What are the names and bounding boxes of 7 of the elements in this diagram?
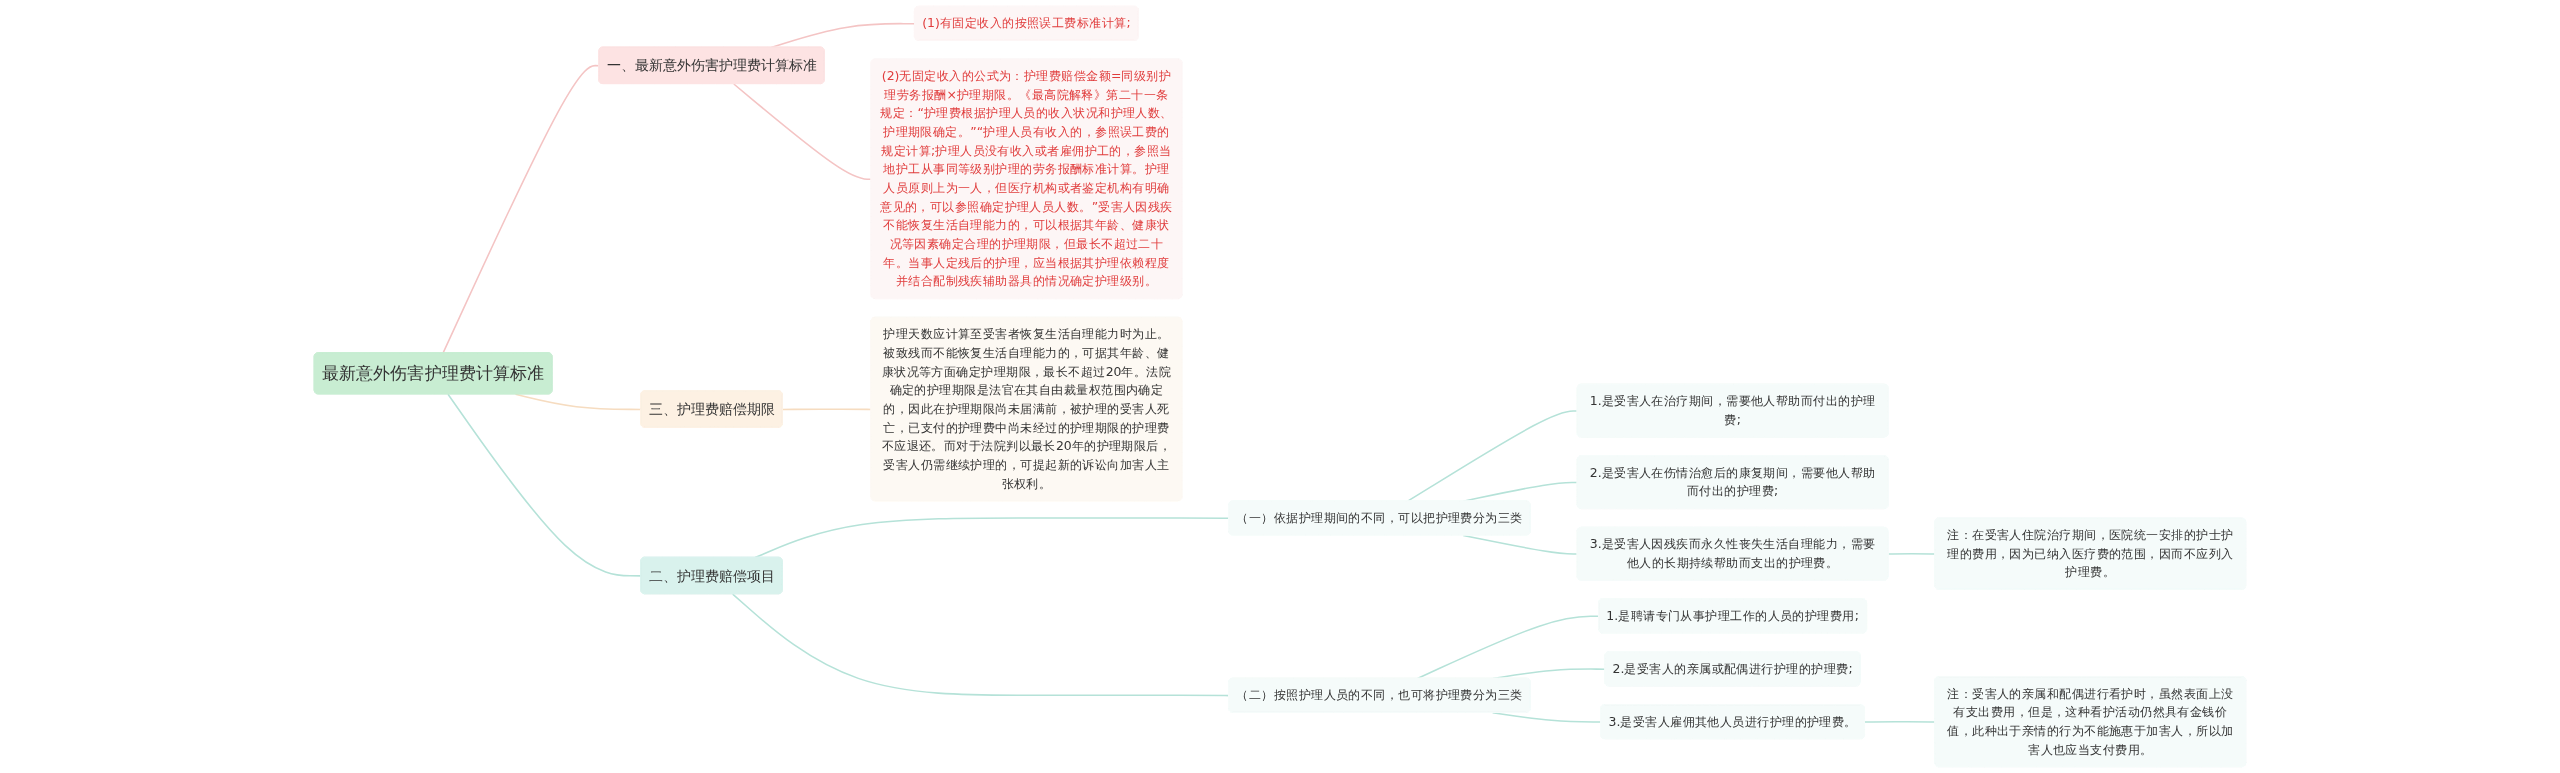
- connector: [1887, 553, 1936, 555]
- connector: [442, 64, 600, 354]
- connector: [731, 593, 1230, 697]
- connector: [447, 393, 642, 577]
- connector: [1864, 721, 1936, 723]
- connector: [754, 517, 1230, 559]
- connector: [514, 393, 642, 411]
